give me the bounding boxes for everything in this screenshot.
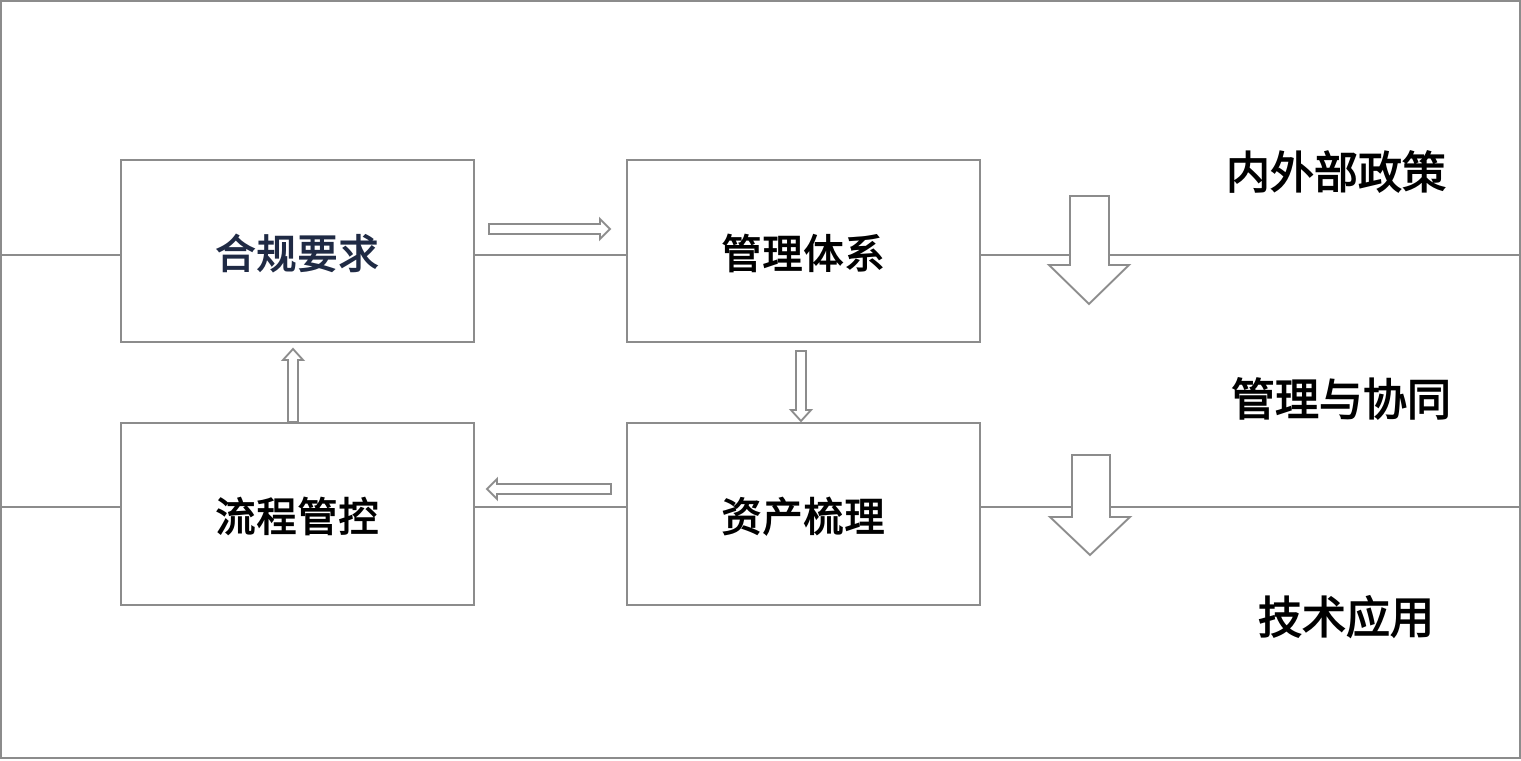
layer-label-middle: 管理与协同: [1231, 375, 1451, 426]
arrow-management-to-asset: [788, 350, 814, 423]
arrow-process-to-compliance: [280, 347, 306, 423]
node-asset-review: 资产梳理: [626, 422, 981, 606]
node-asset-review-label: 资产梳理: [721, 495, 886, 541]
layer-label-top: 内外部政策: [1226, 148, 1446, 199]
node-compliance-label: 合规要求: [215, 232, 380, 278]
layer-arrow-middle-to-bottom: [1047, 454, 1133, 557]
arrow-compliance-to-management: [488, 216, 612, 242]
arrow-asset-to-process: [485, 476, 612, 502]
node-process-control: 流程管控: [120, 422, 475, 606]
node-management-system-label: 管理体系: [721, 232, 886, 278]
layer-arrow-top-to-middle: [1046, 195, 1132, 306]
node-compliance: 合规要求: [120, 159, 475, 343]
node-management-system: 管理体系: [626, 159, 981, 343]
layer-label-bottom: 技术应用: [1258, 593, 1434, 644]
node-process-control-label: 流程管控: [215, 495, 380, 541]
